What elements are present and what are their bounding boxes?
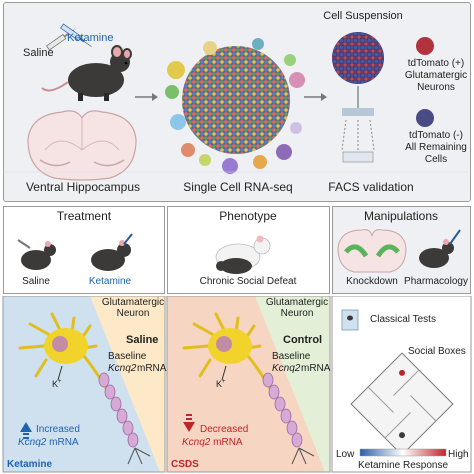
tdtomato-positive-line-1: tdTomato (+) — [407, 58, 465, 69]
classical-tests-label: Classical Tests — [370, 314, 436, 325]
social-boxes-label: Social Boxes — [408, 346, 466, 357]
left-increased-mrna-text: mRNA — [49, 437, 79, 448]
right-decreased-mrna-text: mRNA — [213, 437, 243, 448]
manipulations-title: Manipulations — [363, 209, 439, 223]
cell-suspension-title: Cell Suspension — [323, 10, 403, 22]
social-box-icon — [350, 352, 454, 456]
pharmacology-label: Pharmacology — [404, 276, 468, 287]
tdtomato-negative-line-1: tdTomato (-) — [409, 130, 463, 141]
left-baseline: Baseline — [108, 351, 147, 362]
knockdown-brain-icon — [337, 229, 407, 273]
ventral-hippocampus-label: Ventral Hippocampus — [25, 180, 141, 194]
right-mrna: mRNA — [301, 363, 331, 374]
right-neuron-label-line-2: Neuron — [280, 308, 314, 319]
left-k-ion-text: K — [52, 379, 59, 389]
response-color-bar — [359, 448, 447, 457]
phenotype-title: Phenotype — [219, 209, 277, 223]
left-increased-kcnq2: Kcnq2 mRNA — [18, 437, 79, 448]
facs-sorter-icon — [341, 86, 375, 163]
left-neuron-label-line-2: Neuron — [116, 308, 150, 319]
right-baseline: Baseline — [272, 351, 311, 362]
right-decreased-kcnq2: Kcnq2 mRNA — [182, 437, 243, 448]
brain-section-icon — [27, 110, 137, 181]
treatment-title: Treatment — [56, 209, 112, 223]
decrease-arrow-icon — [183, 422, 195, 432]
k-arrow-left-icon — [57, 365, 63, 381]
low-label: Low — [336, 449, 355, 460]
ketamine-response-label: Ketamine Response — [357, 460, 449, 471]
right-condition-control: Control — [283, 334, 323, 346]
syringe-saline-icon — [46, 29, 75, 51]
left-neuron-label: Glutamatergic Neuron — [98, 297, 168, 319]
neuron-right-icon — [182, 312, 315, 465]
chronic-social-defeat-icon — [215, 235, 271, 274]
right-neuron-label: Glutamatergic Neuron — [262, 297, 332, 319]
mouse-icon — [41, 45, 132, 101]
left-mrna: mRNA — [137, 363, 167, 374]
syringe-ketamine-icon — [60, 23, 92, 47]
high-label: High — [448, 449, 469, 460]
right-decreased-kcnq2-text: Kcnq2 — [182, 437, 211, 448]
left-k-ion: K+ — [52, 379, 62, 389]
arrow-icon — [304, 93, 327, 101]
tdtomato-negative-label: tdTomato (-) All Remaining Cells — [400, 130, 472, 166]
tdtomato-negative-line-3: Cells — [424, 154, 448, 165]
cell-cluster-icon — [165, 38, 305, 174]
right-kcnq2: Kcnq2 — [272, 363, 301, 374]
mouse-pharmacology-icon — [419, 229, 461, 268]
neuron-left-icon — [18, 312, 151, 465]
treatment-saline-label: Saline — [22, 276, 50, 287]
tdtomato-positive-line-3: Neurons — [417, 82, 455, 93]
right-k-ion-text: K — [216, 379, 223, 389]
middle-illustrations — [17, 229, 461, 274]
ketamine-condition: Ketamine — [7, 459, 53, 470]
left-condition-saline: Saline — [126, 334, 159, 346]
cell-suspension-icon — [332, 32, 384, 84]
tdtomato-negative-icon — [416, 109, 434, 127]
treatment-ketamine-label: Ketamine — [88, 276, 132, 287]
chronic-social-defeat-label: Chronic Social Defeat — [199, 276, 297, 287]
left-increased-kcnq2-text: Kcnq2 — [18, 437, 47, 448]
facs-label: FACS validation — [328, 180, 414, 194]
tdtomato-negative-line-2: All Remaining — [405, 142, 467, 153]
tdtomato-positive-line-2: Glutamatergic — [404, 70, 468, 81]
tdtomato-positive-icon — [416, 37, 434, 55]
csds-condition: CSDS — [171, 459, 199, 470]
left-neuron-label-line-1: Glutamatergic — [101, 297, 165, 308]
mouse-ketamine-icon — [91, 233, 133, 271]
tdtomato-positive-label: tdTomato (+) Glutamatergic Neurons — [400, 58, 472, 94]
top-illustration — [3, 23, 471, 181]
neuron-panels — [2, 296, 472, 473]
mouse-saline-icon — [17, 239, 56, 270]
single-cell-label: Single Cell RNA-seq — [183, 180, 293, 194]
right-decreased: Decreased — [200, 424, 249, 435]
saline-label: Saline — [23, 47, 54, 59]
treatment-panel — [3, 206, 165, 294]
knockdown-label: Knockdown — [346, 276, 398, 287]
increase-arrow-icon — [20, 422, 32, 432]
left-increased: Increased — [36, 424, 80, 435]
right-k-ion: K+ — [216, 379, 226, 389]
classical-test-icon — [341, 309, 359, 331]
k-arrow-right-icon — [221, 365, 227, 381]
arrow-icon — [135, 93, 158, 101]
left-kcnq2: Kcnq2 — [108, 363, 137, 374]
ketamine-label: Ketamine — [67, 32, 114, 44]
right-neuron-label-line-1: Glutamatergic — [265, 297, 329, 308]
